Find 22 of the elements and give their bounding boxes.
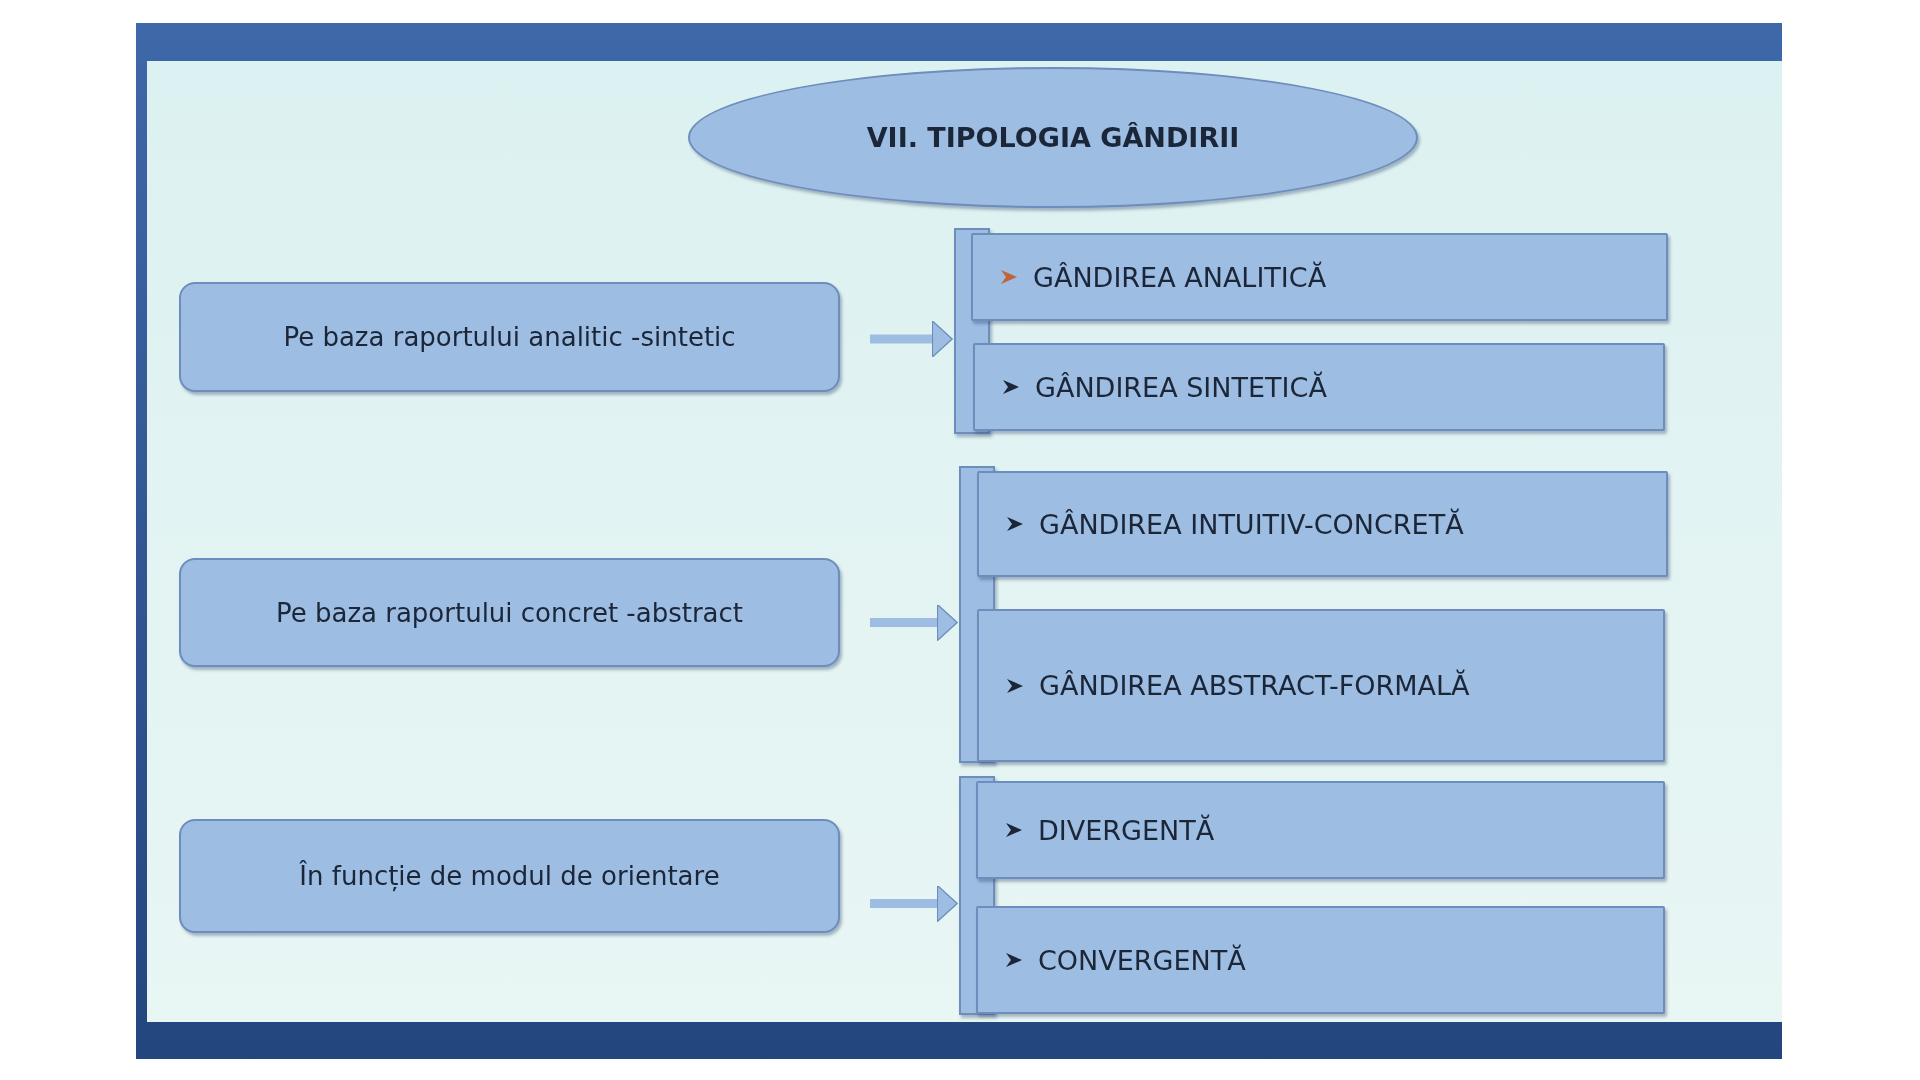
node-label: GÂNDIREA SINTETICĂ <box>1035 371 1327 403</box>
node-label: Pe baza raportului analitic -sintetic <box>283 322 736 352</box>
type-box <box>976 906 1665 1014</box>
category-box <box>179 819 840 933</box>
node-label: VII. TIPOLOGIA GÂNDIRII <box>866 122 1240 153</box>
node-label: GÂNDIREA ANALITICĂ <box>1033 261 1327 293</box>
node-label: DIVERGENTĂ <box>1038 814 1215 846</box>
node-label: CONVERGENTĂ <box>1038 944 1246 976</box>
type-box <box>977 609 1665 762</box>
type-box <box>973 343 1665 431</box>
arrow <box>870 603 958 642</box>
category-box <box>179 558 840 667</box>
type-box <box>976 781 1665 879</box>
category-box <box>179 282 840 392</box>
type-box <box>977 471 1668 577</box>
arrow <box>870 320 953 358</box>
node-label: GÂNDIREA INTUITIV-CONCRETĂ <box>1039 508 1464 540</box>
node-label: Pe baza raportului concret -abstract <box>275 597 744 628</box>
node-label: GÂNDIREA ABSTRACT-FORMALĂ <box>1039 670 1470 701</box>
arrow <box>870 884 958 923</box>
type-box <box>971 233 1668 321</box>
node-label: În funcție de modul de orientare <box>299 861 720 891</box>
